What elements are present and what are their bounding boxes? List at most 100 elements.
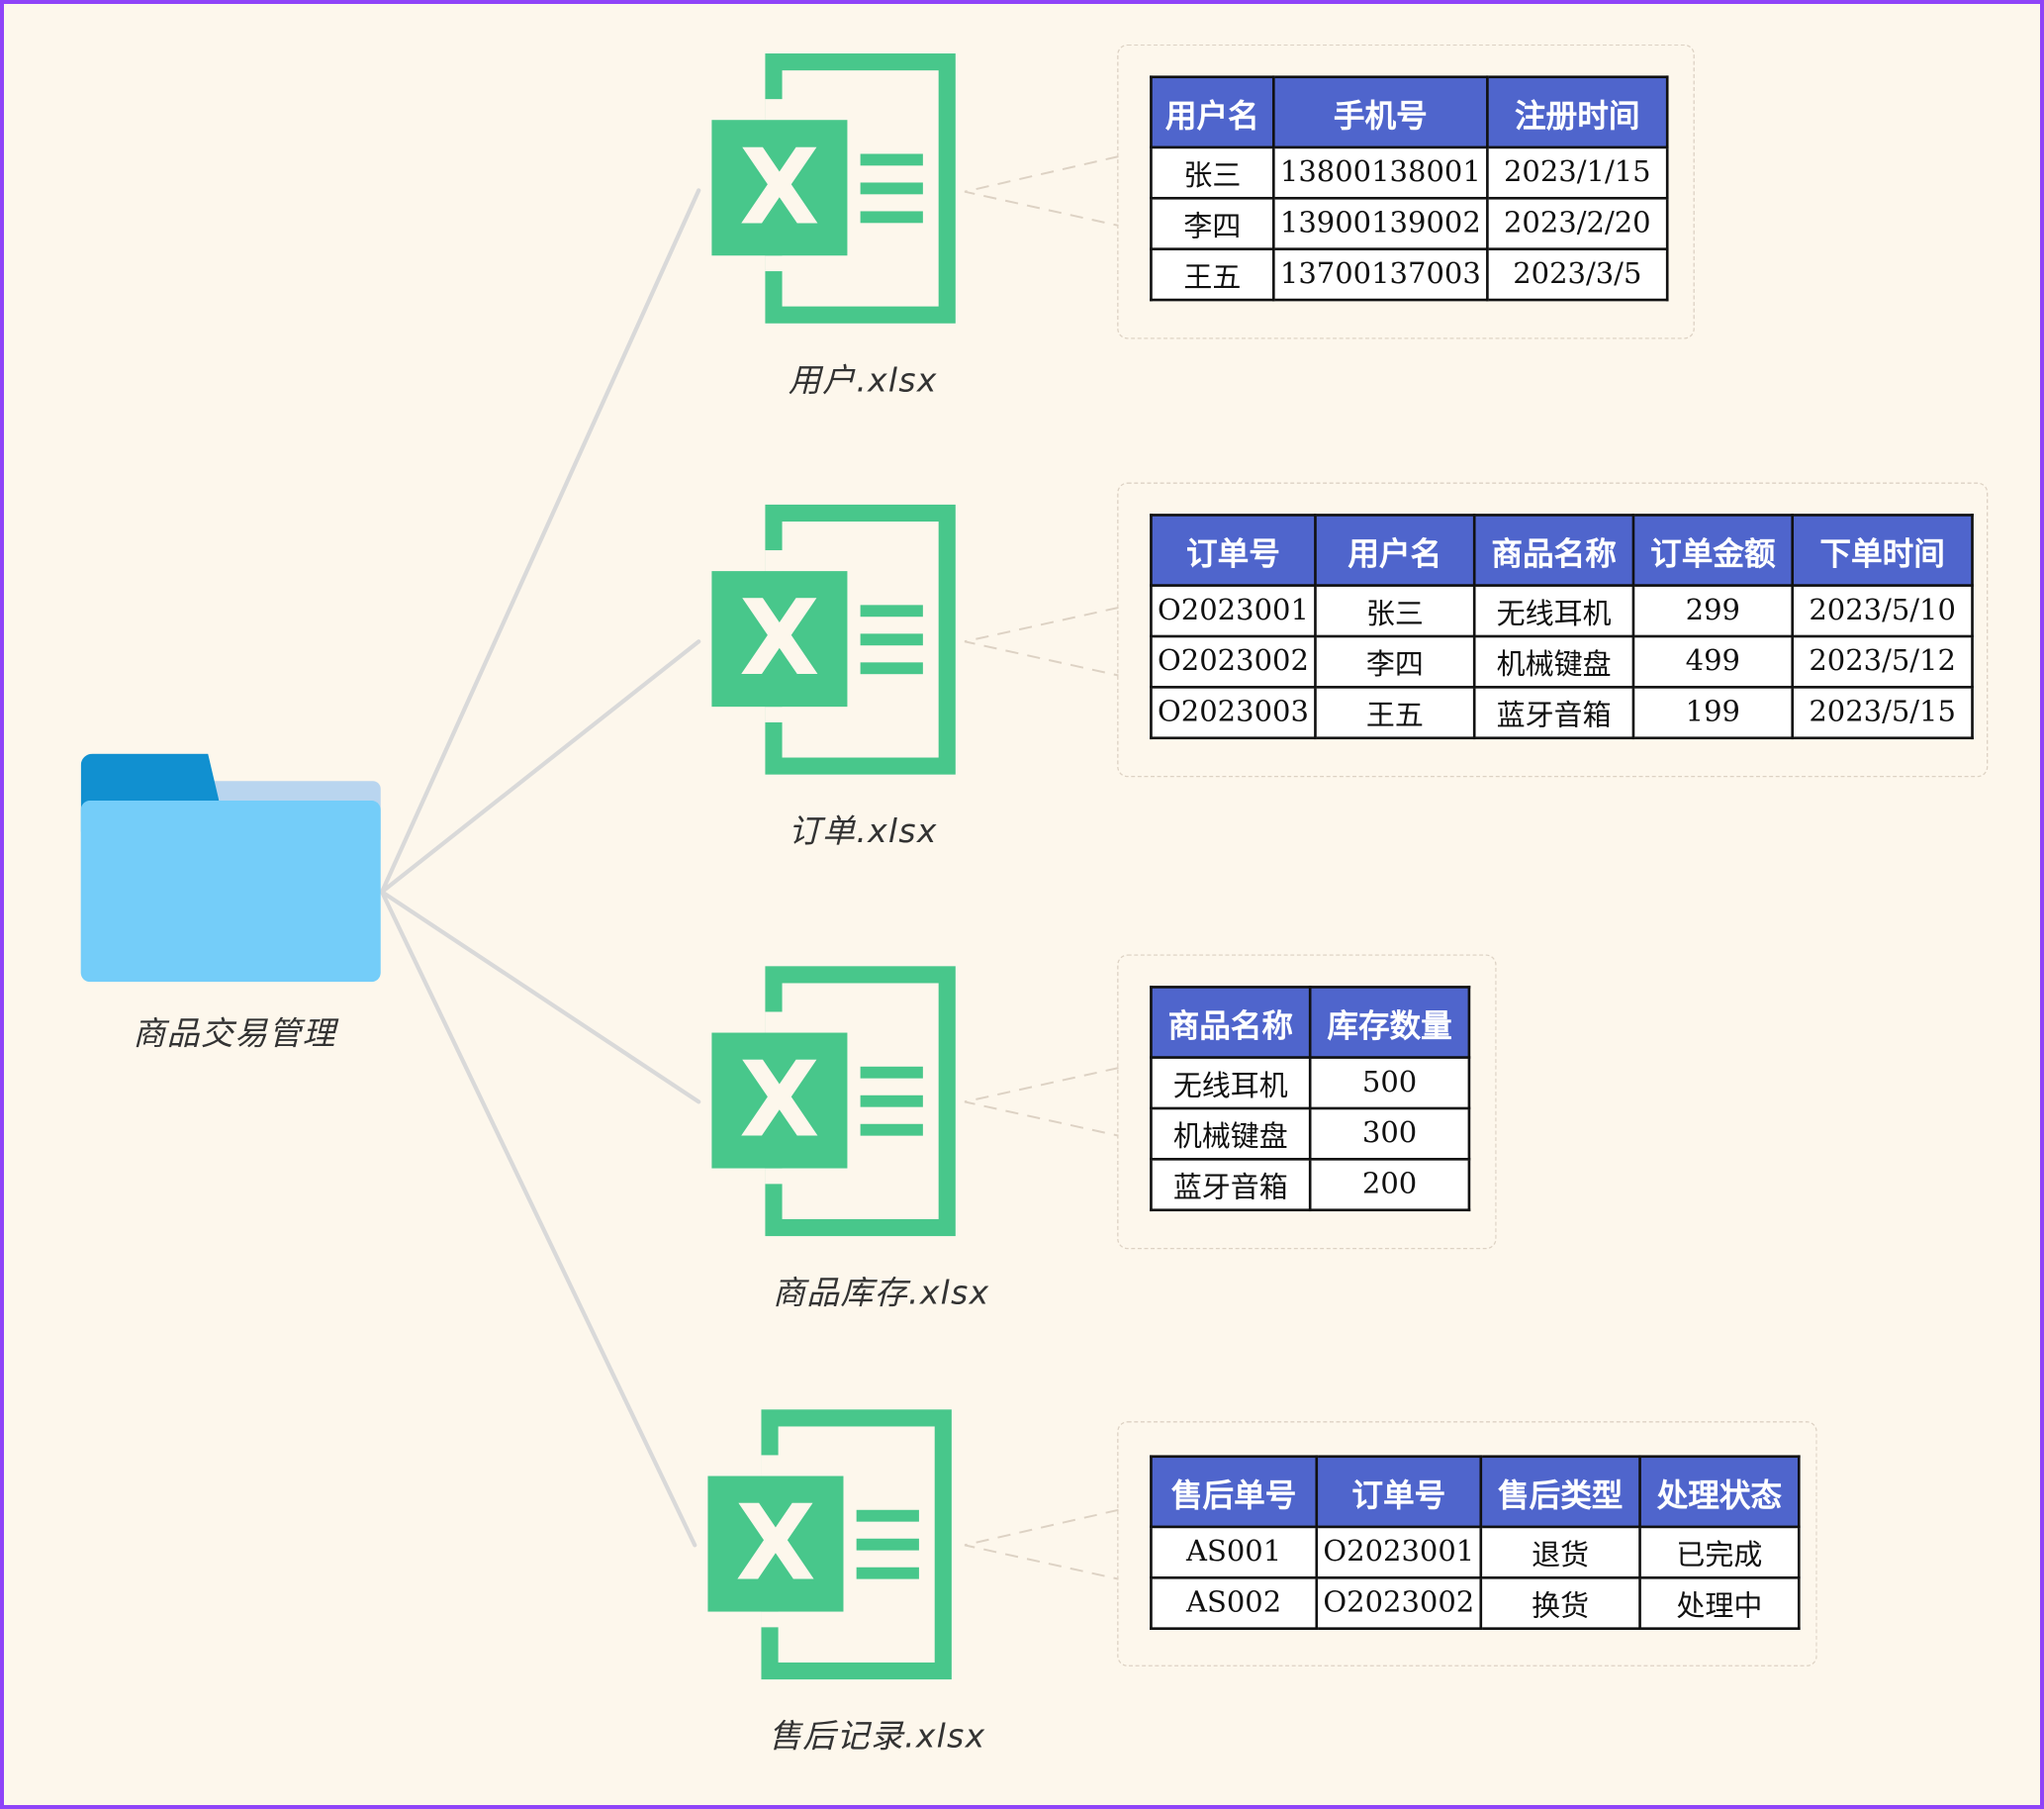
table-cell: 2023/1/15 — [1486, 145, 1669, 200]
table-cell: O2023002 — [1150, 634, 1317, 689]
table-cell: AS001 — [1150, 1525, 1319, 1579]
table-cell: 机械键盘 — [1150, 1106, 1312, 1161]
excel-file-icon[interactable]: X — [711, 966, 959, 1240]
table-cell: O2023001 — [1315, 1525, 1483, 1579]
table-preview-panel — [1117, 44, 1695, 339]
sheet-line-icon — [856, 1509, 919, 1522]
table-cell: 王五 — [1150, 247, 1275, 302]
sheet-line-icon — [856, 1567, 919, 1579]
column-header: 注册时间 — [1486, 75, 1669, 149]
table-cell: 2023/5/12 — [1791, 634, 1974, 689]
table-cell: 蓝牙音箱 — [1472, 686, 1635, 740]
root-folder-label: 商品交易管理 — [133, 1014, 336, 1053]
table-cell: 已完成 — [1638, 1525, 1801, 1579]
frame-gap — [765, 1011, 784, 1034]
table-cell: 无线耳机 — [1472, 584, 1635, 638]
table-row: O2023003 王五 蓝牙音箱 199 2023/5/15 — [1150, 686, 1974, 740]
excel-file-icon[interactable]: X — [711, 504, 959, 779]
link-root-to-file-3 — [379, 890, 701, 1104]
table-cell: 199 — [1631, 686, 1795, 740]
table-cell: 张三 — [1314, 584, 1476, 638]
file-label-users[interactable]: 用户.xlsx — [788, 360, 938, 400]
excel-badge: X — [711, 1032, 848, 1169]
table-row: AS001 O2023001 退货 已完成 — [1150, 1525, 1801, 1579]
table-cell: 13700137003 — [1271, 247, 1489, 302]
table-cell: 13800138001 — [1271, 145, 1489, 200]
sheet-line-icon — [860, 182, 923, 195]
table-cell: 处理中 — [1638, 1575, 1801, 1630]
excel-file-icon[interactable]: X — [711, 53, 959, 328]
folder-icon[interactable] — [80, 753, 381, 983]
table-cell: 299 — [1631, 584, 1795, 638]
column-header: 订单号 — [1315, 1455, 1483, 1529]
frame-gap — [761, 1455, 780, 1477]
table-cell: 蓝牙音箱 — [1150, 1158, 1312, 1212]
sheet-line-icon — [860, 605, 923, 618]
excel-x-glyph: X — [739, 1039, 820, 1161]
callout-pointer-2 — [964, 607, 1119, 677]
table-cell: 499 — [1631, 634, 1795, 689]
sheet-line-icon — [860, 1123, 923, 1136]
column-header: 订单号 — [1150, 514, 1317, 587]
excel-x-glyph: X — [735, 1482, 816, 1604]
link-root-to-file-4 — [379, 890, 697, 1548]
table-cell: 李四 — [1314, 634, 1476, 689]
sheet-line-icon — [860, 633, 923, 646]
table-row: 蓝牙音箱 200 — [1150, 1158, 1471, 1212]
table-cell: 退货 — [1479, 1525, 1641, 1579]
table-cell: 2023/2/20 — [1486, 196, 1669, 250]
table-preview-panel — [1117, 1421, 1817, 1666]
file-label-inventory[interactable]: 商品库存.xlsx — [772, 1274, 990, 1312]
column-header: 商品名称 — [1150, 986, 1312, 1059]
link-root-to-file-2 — [379, 639, 701, 895]
table-cell: 2023/5/15 — [1791, 686, 1974, 740]
excel-file-icon[interactable]: X — [707, 1409, 955, 1683]
table-cell: O2023002 — [1315, 1575, 1483, 1630]
frame-gap — [761, 1611, 780, 1628]
column-header: 库存数量 — [1308, 986, 1471, 1059]
table-cell: 200 — [1308, 1158, 1471, 1212]
frame-gap — [765, 255, 784, 272]
file-label-after-sales[interactable]: 售后记录.xlsx — [769, 1717, 986, 1756]
table-row: 李四 13900139002 2023/2/20 — [1150, 196, 1669, 250]
inventory-table: 商品名称 库存数量 无线耳机 500 机械键盘 300 蓝牙音箱 200 — [1150, 986, 1471, 1212]
table-row: 无线耳机 500 — [1150, 1056, 1471, 1110]
table-cell: 500 — [1308, 1056, 1471, 1110]
table-cell: AS002 — [1150, 1575, 1319, 1630]
table-row: O2023002 李四 机械键盘 499 2023/5/12 — [1150, 634, 1974, 689]
frame-gap — [765, 707, 784, 722]
table-row: O2023001 张三 无线耳机 299 2023/5/10 — [1150, 584, 1974, 638]
users-table: 用户名 手机号 注册时间 张三 13800138001 2023/1/15 李四… — [1150, 75, 1669, 302]
table-cell: 机械键盘 — [1472, 634, 1635, 689]
sheet-line-icon — [860, 1095, 923, 1107]
column-header: 手机号 — [1271, 75, 1489, 149]
column-header: 订单金额 — [1631, 514, 1795, 587]
column-header: 商品名称 — [1472, 514, 1635, 587]
table-row: 机械键盘 300 — [1150, 1106, 1471, 1161]
sheet-line-icon — [860, 1066, 923, 1079]
table-cell: 无线耳机 — [1150, 1056, 1312, 1110]
table-preview-panel — [1117, 954, 1497, 1250]
excel-x-glyph: X — [739, 577, 820, 700]
table-cell: 李四 — [1150, 196, 1275, 250]
column-header: 处理状态 — [1638, 1455, 1801, 1529]
table-row: 张三 13800138001 2023/1/15 — [1150, 145, 1669, 200]
table-header-row: 订单号 用户名 商品名称 订单金额 下单时间 — [1150, 514, 1974, 587]
folder-front — [80, 801, 381, 983]
table-cell: 2023/5/10 — [1791, 584, 1974, 638]
callout-pointer-3 — [964, 1067, 1119, 1137]
link-root-to-file-1 — [379, 188, 701, 895]
frame-gap — [765, 99, 784, 122]
column-header: 用户名 — [1314, 514, 1476, 587]
callout-pointer-1 — [964, 155, 1119, 227]
column-header: 售后单号 — [1150, 1455, 1319, 1529]
column-header: 下单时间 — [1791, 514, 1974, 587]
table-header-row: 用户名 手机号 注册时间 — [1150, 75, 1669, 149]
orders-table: 订单号 用户名 商品名称 订单金额 下单时间 O2023001 张三 无线耳机 … — [1150, 514, 1974, 740]
table-cell: 张三 — [1150, 145, 1275, 200]
file-label-orders[interactable]: 订单.xlsx — [788, 811, 938, 851]
table-preview-panel — [1117, 482, 1989, 778]
